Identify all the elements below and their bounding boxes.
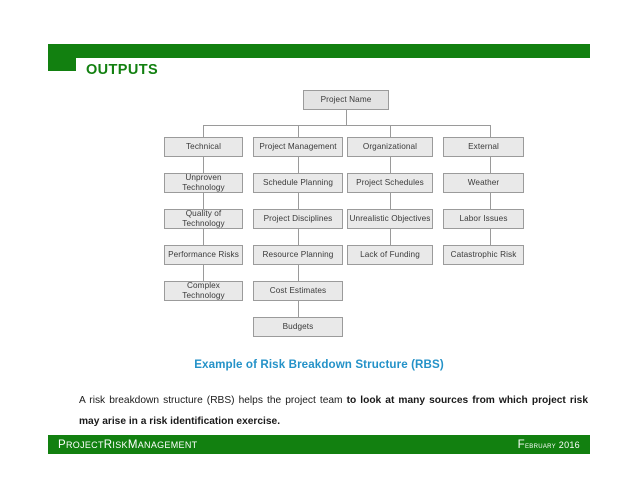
connector-col1-2 — [203, 193, 204, 209]
connector-root-down — [346, 110, 347, 125]
node-col3-item-2[interactable]: Lack of Funding — [347, 245, 433, 265]
node-col3-item-0[interactable]: Project Schedules — [347, 173, 433, 193]
connector-col1-3 — [203, 229, 204, 245]
connector-bus-drop-2 — [298, 125, 299, 137]
connector-bus-drop-1 — [203, 125, 204, 137]
node-root[interactable]: Project Name — [303, 90, 389, 110]
node-col2-item-0[interactable]: Schedule Planning — [253, 173, 343, 193]
risk-breakdown-structure-diagram: Project Name Technical Unproven Technolo… — [0, 90, 638, 350]
connector-col4-2 — [490, 193, 491, 209]
footer-text-project: ROJECT — [65, 439, 104, 450]
footer-text-management: ANAGEMENT — [137, 439, 198, 450]
node-col4-item-2[interactable]: Catastrophic Risk — [443, 245, 524, 265]
footer-cap-r: R — [103, 438, 113, 451]
page-title: OUTPUTS — [86, 62, 159, 78]
body-paragraph: A risk breakdown structure (RBS) helps t… — [79, 390, 588, 432]
footer-cap-f: F — [517, 438, 525, 451]
node-col4-item-0[interactable]: Weather — [443, 173, 524, 193]
connector-col2-3 — [298, 229, 299, 245]
node-col1-item-1[interactable]: Quality of Technology — [164, 209, 243, 229]
node-col2-item-2[interactable]: Resource Planning — [253, 245, 343, 265]
header-green-band — [48, 44, 590, 58]
node-col2-item-4[interactable]: Budgets — [253, 317, 343, 337]
node-col1-item-0[interactable]: Unproven Technology — [164, 173, 243, 193]
connector-col2-2 — [298, 193, 299, 209]
body-plain-text: A risk breakdown structure (RBS) helps t… — [79, 395, 347, 406]
connector-col4-1 — [490, 157, 491, 173]
footer-text-date: ebruary 2016 — [524, 439, 580, 450]
connector-col2-4 — [298, 265, 299, 281]
footer-cap-p: P — [58, 438, 66, 451]
connector-bus-drop-3 — [390, 125, 391, 137]
body-bold-text: to look at many sources from which proje… — [79, 395, 588, 427]
connector-col2-5 — [298, 301, 299, 317]
connector-bus — [203, 125, 490, 126]
connector-col1-1 — [203, 157, 204, 173]
node-col2-item-1[interactable]: Project Disciplines — [253, 209, 343, 229]
connector-col3-1 — [390, 157, 391, 173]
connector-col3-3 — [390, 229, 391, 245]
node-col3-header[interactable]: Organizational — [347, 137, 433, 157]
connector-col3-2 — [390, 193, 391, 209]
node-col2-item-3[interactable]: Cost Estimates — [253, 281, 343, 301]
footer-cap-m: M — [127, 438, 138, 451]
connector-col1-4 — [203, 265, 204, 281]
connector-bus-drop-4 — [490, 125, 491, 137]
node-col1-item-2[interactable]: Performance Risks — [164, 245, 243, 265]
footer-text-risk: ISK — [112, 439, 128, 450]
connector-col2-1 — [298, 157, 299, 173]
connector-col4-3 — [490, 229, 491, 245]
node-col4-header[interactable]: External — [443, 137, 524, 157]
header-green-band-leg — [48, 58, 76, 71]
node-col2-header[interactable]: Project Management — [253, 137, 343, 157]
node-col1-header[interactable]: Technical — [164, 137, 243, 157]
node-col3-item-1[interactable]: Unrealistic Objectives — [347, 209, 433, 229]
node-col1-item-3[interactable]: Complex Technology — [164, 281, 243, 301]
diagram-caption: Example of Risk Breakdown Structure (RBS… — [194, 358, 444, 371]
node-col4-item-1[interactable]: Labor Issues — [443, 209, 524, 229]
